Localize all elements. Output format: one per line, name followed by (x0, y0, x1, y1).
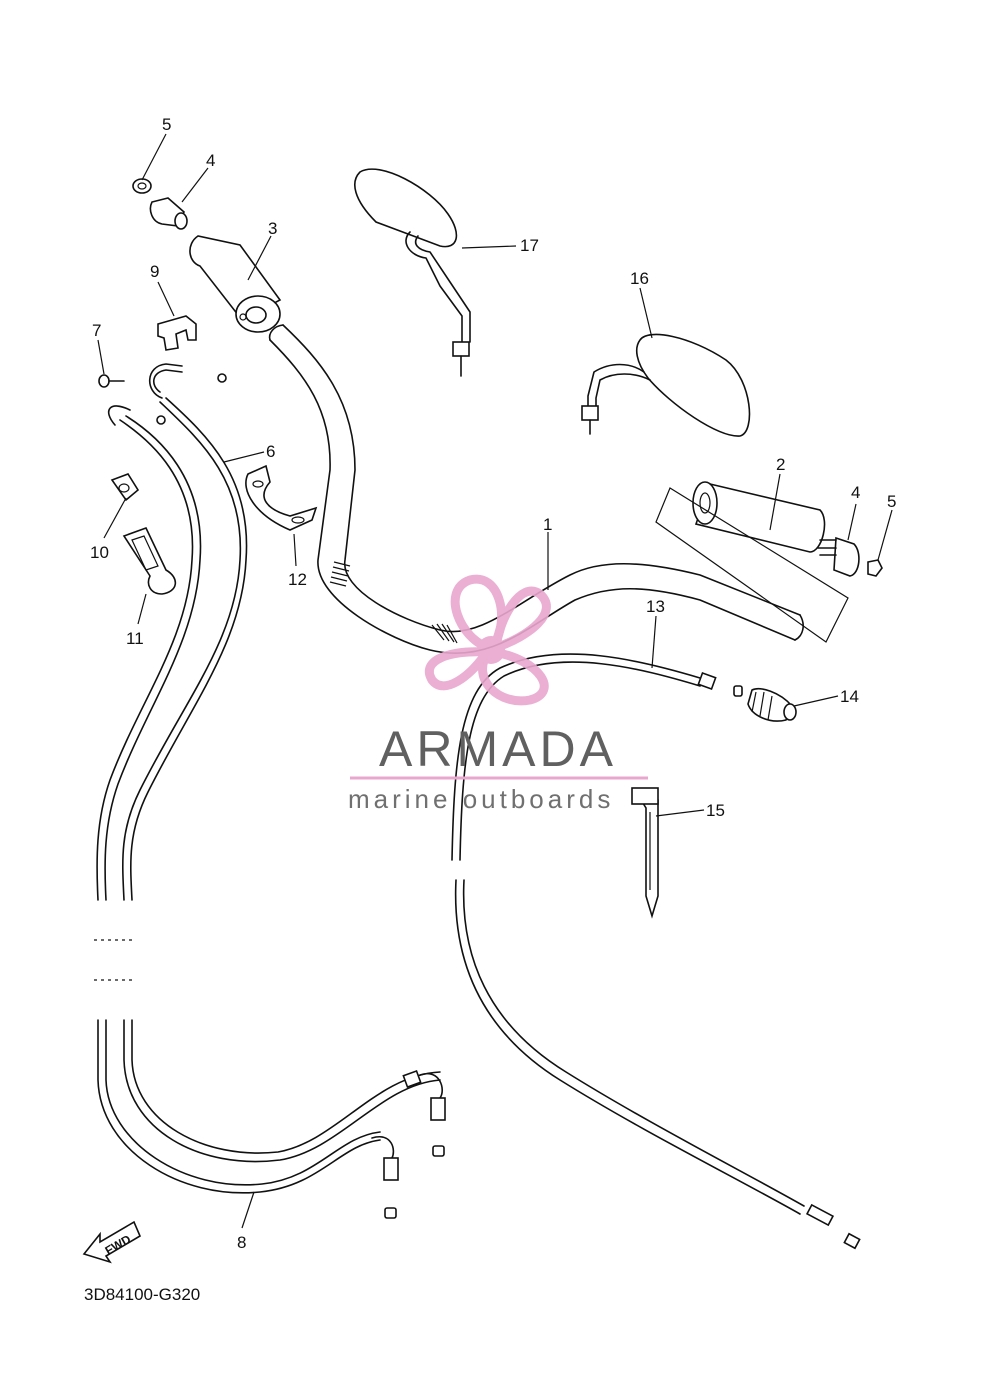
knurl-center (431, 623, 458, 644)
callout-11: 11 (126, 629, 144, 648)
fwd-arrow-icon: FWD (82, 1220, 142, 1264)
callout-3: 3 (268, 219, 277, 238)
bolt[interactable] (98, 374, 125, 388)
clip-11[interactable] (122, 526, 177, 595)
callout-16: 16 (630, 269, 649, 288)
nut-left[interactable] (132, 178, 152, 194)
grip-end-left[interactable] (149, 197, 188, 230)
callout-12: 12 (288, 570, 307, 589)
nut-right[interactable] (867, 559, 883, 577)
callout-5-left: 5 (162, 115, 171, 134)
callout-14: 14 (840, 687, 859, 706)
handlebar[interactable] (268, 324, 804, 655)
throttle-cable-8[interactable] (94, 415, 381, 1194)
cable-tie[interactable] (631, 787, 659, 919)
cable-holder[interactable] (157, 315, 197, 351)
callout-8: 8 (237, 1233, 246, 1252)
cable-end-fittings[interactable] (107, 405, 446, 1219)
mirror-left[interactable] (354, 168, 471, 377)
banjo-fitting-upper[interactable] (148, 363, 227, 399)
grip-end-right[interactable] (817, 536, 860, 577)
callout-9: 9 (150, 262, 159, 281)
armada-watermark: ARMADA marine outboards (348, 574, 648, 814)
left-grip[interactable] (189, 235, 282, 333)
right-grip[interactable] (655, 481, 849, 643)
callout-7: 7 (92, 321, 101, 340)
callout-4-right: 4 (851, 483, 860, 502)
throttle-cable-6[interactable] (122, 397, 441, 1163)
callout-10: 10 (90, 543, 109, 562)
watermark-brand: ARMADA (379, 721, 617, 777)
cable-boot[interactable] (747, 688, 797, 722)
watermark-tagline: marine outboards (348, 784, 614, 814)
clamp[interactable] (245, 464, 318, 531)
callout-4-left: 4 (206, 151, 215, 170)
callout-13: 13 (646, 597, 665, 616)
propeller-logo (425, 574, 551, 706)
clutch-cable[interactable] (451, 653, 861, 1250)
callout-1: 1 (543, 515, 552, 534)
clip-10[interactable] (110, 473, 140, 502)
callout-17: 17 (520, 236, 539, 255)
mirror-right[interactable] (581, 333, 751, 437)
diagram-code: 3D84100-G320 (84, 1285, 200, 1304)
callout-2: 2 (776, 455, 785, 474)
callout-6: 6 (266, 442, 275, 461)
leader-lines (97, 133, 893, 1229)
callout-labels: 1 2 3 4 4 5 5 6 7 8 9 10 11 12 13 14 15 … (90, 115, 896, 1252)
knurl-left (329, 561, 351, 587)
callout-5-right: 5 (887, 492, 896, 511)
callout-15: 15 (706, 801, 725, 820)
